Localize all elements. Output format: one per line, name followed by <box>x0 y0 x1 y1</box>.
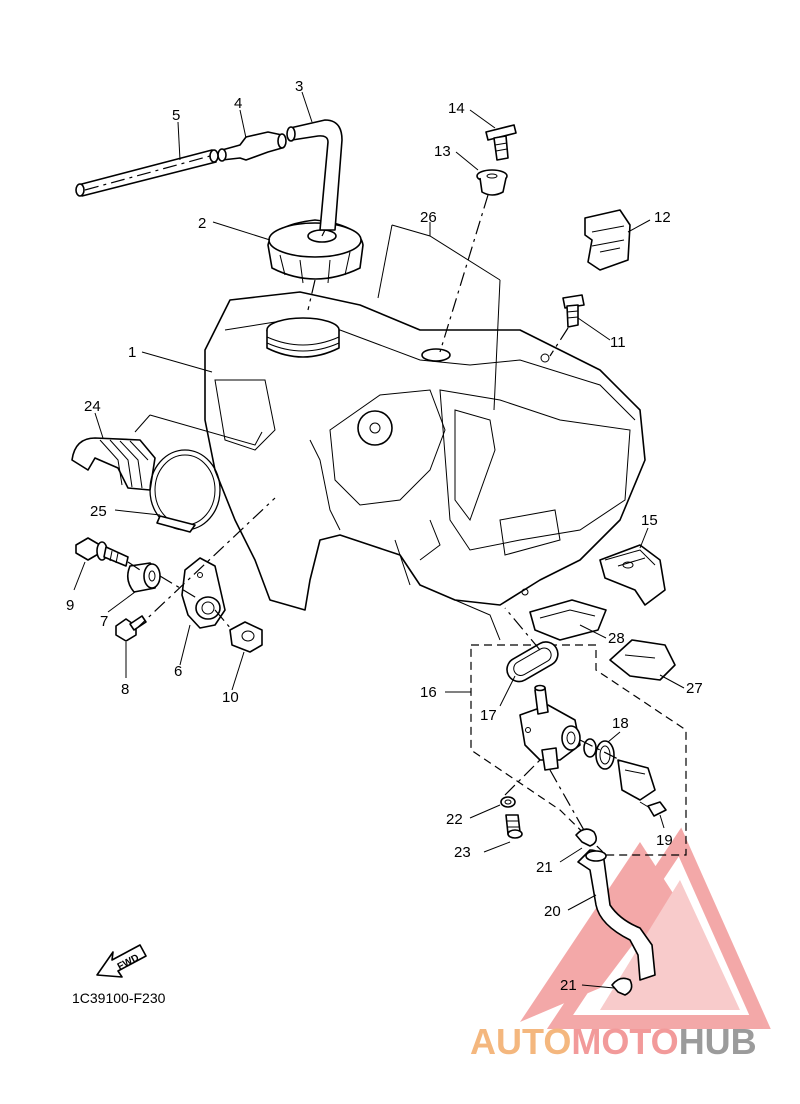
callout-11: 11 <box>610 334 626 351</box>
callout-9: 9 <box>66 597 74 614</box>
damper-15 <box>599 544 666 606</box>
bolt-14 <box>485 124 517 161</box>
damper-27 <box>609 639 676 681</box>
clip-12 <box>584 209 631 271</box>
bolt-11 <box>562 294 585 328</box>
breather-hose <box>286 119 343 231</box>
fuel-cock <box>519 684 581 771</box>
watermark-text: AUTOMOTOHUB <box>470 1021 757 1062</box>
gasket-17 <box>506 641 559 683</box>
callout-22: 22 <box>446 811 463 828</box>
callout-24: 24 <box>84 398 101 415</box>
svg-text:AUTOMOTOHUB: AUTOMOTOHUB <box>470 1021 757 1062</box>
collar-13 <box>476 169 508 196</box>
callout-numbers: 1 2 3 4 5 6 7 8 9 10 11 12 13 14 15 16 1… <box>66 78 703 994</box>
callout-18: 18 <box>612 715 629 732</box>
callout-23: 23 <box>454 844 471 861</box>
fuel-tank <box>204 291 646 641</box>
screw-19 <box>639 801 667 817</box>
callout-21-lower: 21 <box>560 977 577 994</box>
callout-1: 1 <box>128 344 136 361</box>
watermark-part-1: AUTO <box>470 1021 571 1062</box>
callout-21-upper: 21 <box>536 859 553 876</box>
clip-21-lower <box>611 977 633 996</box>
bolt-9 <box>75 537 129 567</box>
callout-5: 5 <box>172 107 180 124</box>
callout-25: 25 <box>90 503 107 520</box>
leader-lines <box>73 91 685 989</box>
callout-16: 16 <box>420 684 437 701</box>
callout-2: 2 <box>198 215 206 232</box>
watermark-part-2: MOTO <box>571 1021 678 1062</box>
callout-17: 17 <box>480 707 497 724</box>
callout-8: 8 <box>121 681 129 698</box>
check-valve <box>217 131 287 162</box>
o-ring-18 <box>583 738 615 770</box>
collar-10 <box>229 621 263 653</box>
bolt-8 <box>115 615 147 642</box>
callout-3: 3 <box>295 78 303 95</box>
callout-12: 12 <box>654 209 671 226</box>
fuel-cock-group-outline <box>470 644 687 856</box>
fuel-cap <box>267 219 364 284</box>
callout-13: 13 <box>434 143 451 160</box>
bracket-6 <box>181 557 226 629</box>
damper-7 <box>126 562 161 593</box>
fuel-hose-20 <box>577 849 656 981</box>
callout-26: 26 <box>420 209 437 226</box>
damper-24 <box>71 437 156 491</box>
callout-15: 15 <box>641 512 658 529</box>
diagram-reference-code: 1C39100-F230 <box>72 990 166 1006</box>
callout-19: 19 <box>656 832 673 849</box>
callout-28: 28 <box>608 630 625 647</box>
callout-20: 20 <box>544 903 561 920</box>
watermark-part-3: HUB <box>679 1021 757 1062</box>
damper-28 <box>529 599 607 641</box>
callout-14: 14 <box>448 100 465 117</box>
clip-21-upper <box>575 828 598 847</box>
screw-23 <box>505 814 523 839</box>
washer-22 <box>500 796 516 808</box>
callout-7: 7 <box>100 613 108 630</box>
callout-27: 27 <box>686 680 703 697</box>
forward-arrow-icon: FWD <box>96 944 147 978</box>
callout-10: 10 <box>222 689 239 706</box>
callout-6: 6 <box>174 663 182 680</box>
callout-4: 4 <box>234 95 242 112</box>
fuel-cock-lever <box>617 759 656 801</box>
band-25 <box>149 449 221 533</box>
